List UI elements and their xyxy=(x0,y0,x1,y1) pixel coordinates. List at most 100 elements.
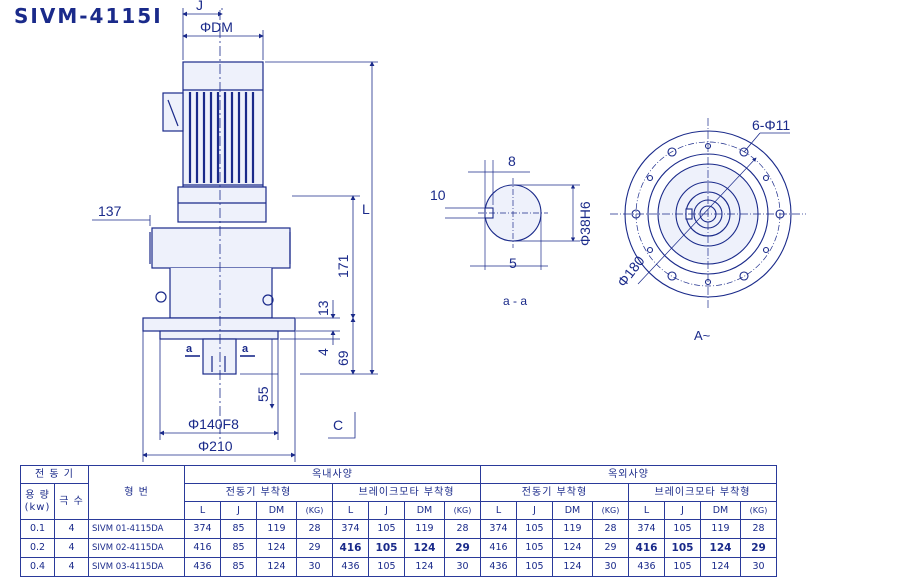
table-cell: 30 xyxy=(592,557,629,577)
dim-171: 171 xyxy=(335,254,351,278)
table-cell: SIVM 01-4115DA xyxy=(88,519,185,539)
hdr-indoor-motor-mount: 전동기 부착형 xyxy=(184,483,333,502)
table-cell: 416 xyxy=(332,538,369,558)
hdr-outdoor: 옥외사양 xyxy=(480,465,777,484)
dim-dm: ΦDM xyxy=(200,19,233,35)
table-cell: 29 xyxy=(296,538,333,558)
table-cell: 105 xyxy=(516,557,553,577)
dim-5: 5 xyxy=(509,255,517,271)
table-cell: 28 xyxy=(592,519,629,539)
table-cell: 436 xyxy=(628,557,665,577)
side-view xyxy=(142,10,296,440)
view-label-a: A~ xyxy=(694,328,711,343)
dim-210: Φ210 xyxy=(198,438,233,454)
reducer-upper xyxy=(151,227,291,269)
table-cell: 30 xyxy=(740,557,777,577)
dim-13: 13 xyxy=(315,300,331,316)
col-header: L xyxy=(332,501,369,520)
spec-table: 전 동 기 형 번 옥내사양 옥외사양 용 량 (kw) 극 수 전동기 부착형… xyxy=(20,465,777,577)
dim-55: 55 xyxy=(255,386,271,402)
table-cell: 105 xyxy=(664,557,701,577)
col-header: L xyxy=(184,501,221,520)
table-cell: 416 xyxy=(480,538,517,558)
col-header: DM xyxy=(552,501,593,520)
table-cell: 28 xyxy=(444,519,481,539)
col-header: (KG) xyxy=(296,501,333,520)
page-title: SIVM-4115I xyxy=(14,4,163,28)
table-cell: 85 xyxy=(220,519,257,539)
table-cell: 105 xyxy=(368,519,405,539)
dimension-lines xyxy=(92,8,378,462)
table-cell: 374 xyxy=(332,519,369,539)
table-cell: 124 xyxy=(256,538,297,558)
col-header: J xyxy=(516,501,553,520)
table-cell: 29 xyxy=(740,538,777,558)
hdr-motor: 전 동 기 xyxy=(20,465,89,484)
table-cell: 124 xyxy=(552,557,593,577)
table-cell: 105 xyxy=(516,538,553,558)
table-cell: 30 xyxy=(444,557,481,577)
table-cell: 4 xyxy=(54,557,89,577)
hdr-outdoor-motor-mount: 전동기 부착형 xyxy=(480,483,629,502)
table-cell: 436 xyxy=(480,557,517,577)
table-cell: 28 xyxy=(296,519,333,539)
table-cell: 4 xyxy=(54,538,89,558)
dimension-labels: J ΦDM L 137 171 13 4 69 55 Φ140F8 Φ210 a… xyxy=(98,0,370,454)
table-cell: 124 xyxy=(700,538,741,558)
table-cell: 29 xyxy=(592,538,629,558)
dim-140f8: Φ140F8 xyxy=(188,416,239,432)
table-cell: 119 xyxy=(404,519,445,539)
table-cell: 105 xyxy=(368,538,405,558)
table-cell: 28 xyxy=(740,519,777,539)
table-cell: 0.1 xyxy=(20,519,55,539)
view-mark-c: C xyxy=(333,417,343,433)
table-cell: 124 xyxy=(700,557,741,577)
table-cell: 374 xyxy=(628,519,665,539)
base-flange xyxy=(142,317,296,332)
motor-flange xyxy=(177,186,267,223)
col-header: (KG) xyxy=(740,501,777,520)
hdr-model: 형 번 xyxy=(88,465,185,520)
table-cell: 85 xyxy=(220,557,257,577)
section-mark-a-left: a xyxy=(186,343,193,355)
table-cell: 124 xyxy=(552,538,593,558)
col-header: DM xyxy=(256,501,297,520)
col-header: J xyxy=(664,501,701,520)
col-header: DM xyxy=(404,501,445,520)
table-cell: 105 xyxy=(368,557,405,577)
bolt-holes-label: 6-Φ11 xyxy=(752,117,790,133)
table-cell: 85 xyxy=(220,538,257,558)
table-cell: 0.2 xyxy=(20,538,55,558)
header-row-1: 전 동 기 형 번 옥내사양 옥외사양 xyxy=(20,465,777,520)
table-cell: 436 xyxy=(332,557,369,577)
col-header: L xyxy=(480,501,517,520)
col-header: J xyxy=(220,501,257,520)
table-cell: 436 xyxy=(184,557,221,577)
table-cell: 124 xyxy=(404,538,445,558)
table-cell: 105 xyxy=(664,538,701,558)
motor-body xyxy=(182,61,264,188)
table-cell: 119 xyxy=(552,519,593,539)
shaft-section xyxy=(445,160,580,270)
dim-8: 8 xyxy=(508,153,516,169)
table-cell: SIVM 03-4115DA xyxy=(88,557,185,577)
hdr-outdoor-brake-mount: 브레이크모타 부착형 xyxy=(628,483,777,502)
col-header: (KG) xyxy=(592,501,629,520)
col-header: J xyxy=(368,501,405,520)
table-cell: 119 xyxy=(700,519,741,539)
flange-view xyxy=(610,118,806,310)
dim-69: 69 xyxy=(335,350,351,366)
table-cell: SIVM 02-4115DA xyxy=(88,538,185,558)
table-cell: 0.4 xyxy=(20,557,55,577)
table-cell: 4 xyxy=(54,519,89,539)
col-header: L xyxy=(628,501,665,520)
hdr-indoor: 옥내사양 xyxy=(184,465,481,484)
dim-j: J xyxy=(196,0,203,13)
reducer-body xyxy=(169,268,273,319)
dim-38h6: Φ38H6 xyxy=(577,201,593,246)
table-cell: 105 xyxy=(516,519,553,539)
